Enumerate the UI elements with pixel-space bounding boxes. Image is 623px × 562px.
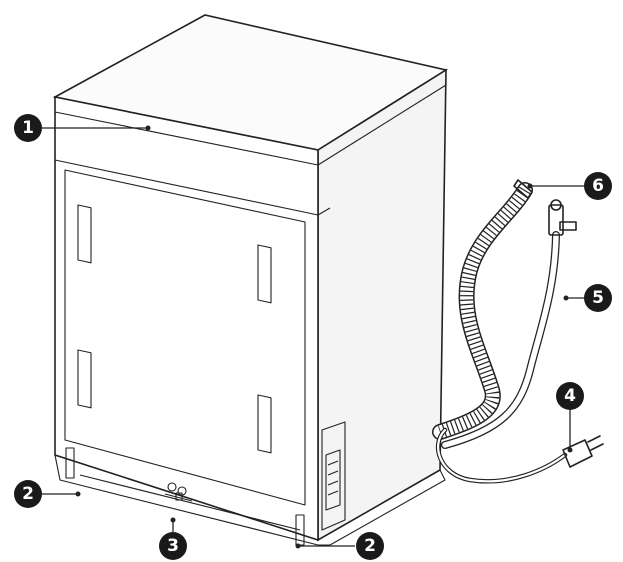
- power-plug: [562, 439, 593, 468]
- svg-text:1: 1: [22, 118, 34, 138]
- callout-5: 5: [584, 284, 612, 312]
- service-valve: [164, 482, 193, 502]
- svg-text:2: 2: [364, 536, 376, 556]
- top-trim-line: [54, 111, 319, 166]
- dishwasher-cabinet: [52, 14, 449, 546]
- side-trim-line: [317, 84, 447, 166]
- vent-slot: [257, 394, 272, 454]
- upper-panel-line: [54, 159, 319, 216]
- callout-2-right: 2: [356, 532, 384, 560]
- callout-6: 6: [584, 172, 612, 200]
- vent-slot: [77, 204, 92, 264]
- callout-1: 1: [14, 114, 42, 142]
- hose-bracket: [321, 421, 346, 531]
- rear-foot-left: [65, 447, 75, 479]
- callout-3: 3: [159, 532, 187, 560]
- inlet-hose-connector: [548, 204, 564, 236]
- drain-hose-end: [513, 179, 533, 199]
- callout-2-left: 2: [14, 480, 42, 508]
- svg-text:4: 4: [564, 386, 576, 406]
- vent-slot: [257, 244, 272, 304]
- callout-4: 4: [556, 382, 584, 410]
- svg-text:2: 2: [22, 484, 34, 504]
- svg-text:6: 6: [592, 176, 604, 196]
- base-plinth: [54, 454, 319, 546]
- inner-panel: [64, 169, 306, 506]
- cabinet-side: [317, 68, 447, 542]
- drain-hose: [432, 179, 533, 440]
- svg-text:3: 3: [167, 536, 179, 556]
- vent-slot: [77, 349, 92, 409]
- svg-text:5: 5: [592, 288, 604, 308]
- cabinet-rear-panel: [54, 96, 319, 542]
- power-cable: [435, 427, 604, 484]
- leader-lines: [42, 125, 585, 549]
- inlet-hose: [441, 199, 577, 449]
